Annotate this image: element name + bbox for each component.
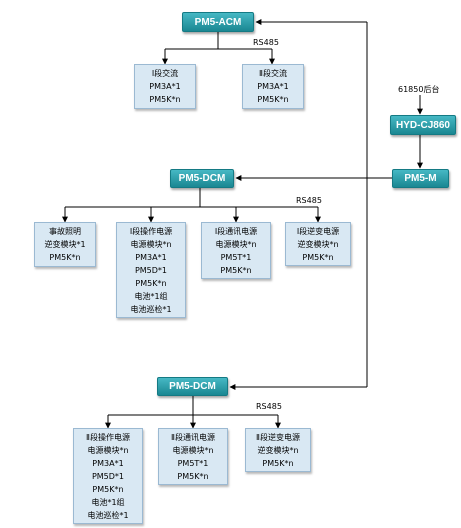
rs485-label-acm: RS485 xyxy=(253,38,279,47)
hyd-cj860-node[interactable]: HYD-CJ860 xyxy=(390,115,456,135)
comm-power1-box[interactable]: Ⅰ段通讯电源 电源模块*n PM5T*1 PM5K*n xyxy=(201,222,271,279)
box-line: 电池*1组 xyxy=(91,498,125,507)
pm5-dcm-node-2[interactable]: PM5-DCM xyxy=(157,377,228,396)
box-line: PM5K*n xyxy=(220,266,252,275)
box-line: 电池巡检*1 xyxy=(130,305,172,314)
pm5-acm-node[interactable]: PM5-ACM xyxy=(182,12,254,32)
box-title: Ⅰ段通讯电源 xyxy=(214,227,258,236)
box-title: Ⅱ段逆变电源 xyxy=(256,433,300,442)
box-line: PM5T*1 xyxy=(177,459,209,468)
inverter-power2-box[interactable]: Ⅱ段逆变电源 逆变模块*n PM5K*n xyxy=(245,428,311,472)
backend-label: 61850后台 xyxy=(398,85,440,94)
box-line: 电源模块*n xyxy=(87,446,129,455)
box-line: PM3A*1 xyxy=(92,459,124,468)
box-line: PM3A*1 xyxy=(135,253,167,262)
box-line: PM3A*1 xyxy=(149,82,181,91)
box-line: PM5K*n xyxy=(262,459,294,468)
comm-power2-box[interactable]: Ⅱ段通讯电源 电源模块*n PM5T*1 PM5K*n xyxy=(158,428,228,485)
box-line: PM5D*1 xyxy=(91,472,125,481)
box-line: 逆变模块*1 xyxy=(44,240,86,249)
box-line: PM5D*1 xyxy=(134,266,168,275)
box-title: Ⅱ段通讯电源 xyxy=(171,433,215,442)
box-line: PM5K*n xyxy=(135,279,167,288)
box-line: 电池巡检*1 xyxy=(87,511,129,520)
ac-section2-box[interactable]: Ⅱ段交流 PM3A*1 PM5K*n xyxy=(242,64,304,109)
pm5-m-node[interactable]: PM5-M xyxy=(392,169,449,188)
box-title: Ⅰ段逆变电源 xyxy=(296,227,340,236)
box-line: 逆变模块*n xyxy=(257,446,299,455)
op-power2-box[interactable]: Ⅱ段操作电源 电源模块*n PM3A*1 PM5D*1 PM5K*n 电池*1组… xyxy=(73,428,143,524)
box-line: 电源模块*n xyxy=(130,240,172,249)
box-line: PM5K*n xyxy=(92,485,124,494)
emergency-lighting-box[interactable]: 事故照明 逆变模块*1 PM5K*n xyxy=(34,222,96,267)
ac-section1-box[interactable]: Ⅰ段交流 PM3A*1 PM5K*n xyxy=(134,64,196,109)
box-title: 事故照明 xyxy=(49,227,81,236)
box-line: PM5K*n xyxy=(257,95,289,104)
pm5-dcm-node-1[interactable]: PM5-DCM xyxy=(170,169,234,188)
box-line: 逆变模块*n xyxy=(297,240,339,249)
op-power1-box[interactable]: Ⅰ段操作电源 电源模块*n PM3A*1 PM5D*1 PM5K*n 电池*1组… xyxy=(116,222,186,318)
box-line: PM5K*n xyxy=(149,95,181,104)
box-line: PM3A*1 xyxy=(257,82,289,91)
box-title: Ⅱ段操作电源 xyxy=(86,433,130,442)
box-line: PM5K*n xyxy=(177,472,209,481)
rs485-label-dcm2: RS485 xyxy=(256,402,282,411)
box-title: Ⅰ段操作电源 xyxy=(129,227,173,236)
box-line: PM5K*n xyxy=(49,253,81,262)
inverter-power1-box[interactable]: Ⅰ段逆变电源 逆变模块*n PM5K*n xyxy=(285,222,351,266)
rs485-label-dcm1: RS485 xyxy=(296,196,322,205)
box-line: PM5T*1 xyxy=(220,253,252,262)
box-line: 电池*1组 xyxy=(134,292,168,301)
box-line: 电源模块*n xyxy=(172,446,214,455)
box-line: 电源模块*n xyxy=(215,240,257,249)
box-title: Ⅱ段交流 xyxy=(259,69,287,78)
box-title: Ⅰ段交流 xyxy=(151,69,179,78)
box-line: PM5K*n xyxy=(302,253,334,262)
